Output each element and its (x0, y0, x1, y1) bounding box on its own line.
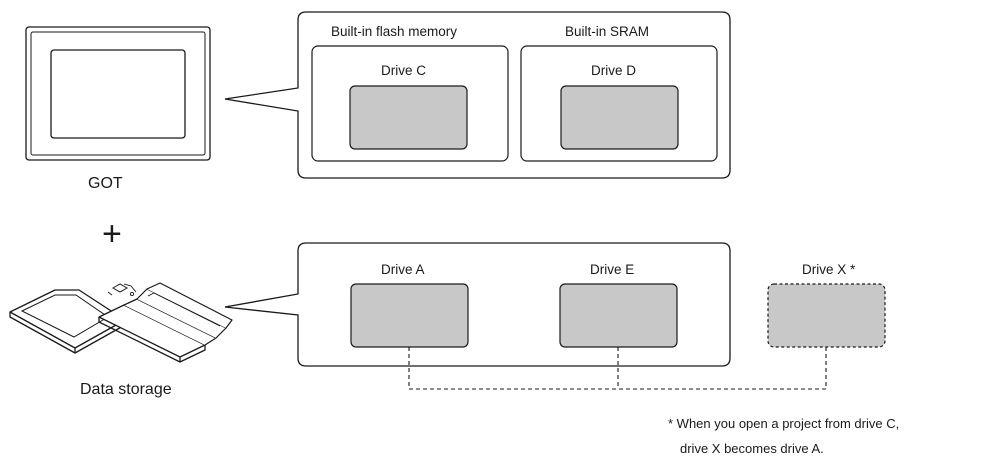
drive-a-label: Drive A (381, 262, 425, 277)
drive-d-block (560, 85, 679, 150)
drive-d-label: Drive D (591, 63, 637, 78)
data-storage-label: Data storage (80, 381, 172, 398)
drive-x-block (767, 283, 886, 348)
usb-drive-icon (98, 282, 233, 363)
got-label: GOT (88, 175, 123, 192)
sd-card-icon (9, 289, 126, 354)
footnote-line-2: drive X becomes drive A. (680, 441, 824, 456)
drive-e-block (559, 283, 678, 348)
drive-c-label: Drive C (381, 63, 427, 78)
got-screen-icon (25, 26, 211, 161)
drive-e-label: Drive E (590, 262, 635, 277)
footnote-line-1: * When you open a project from drive C, (668, 416, 900, 431)
plus-sign: + (102, 215, 122, 253)
drive-x-label: Drive X * (802, 262, 856, 277)
flash-memory-title: Built-in flash memory (331, 24, 458, 39)
drive-c-block (349, 85, 468, 150)
drive-mapping-connectors (408, 347, 827, 390)
drive-a-block (350, 283, 469, 348)
sram-title: Built-in SRAM (565, 24, 650, 39)
